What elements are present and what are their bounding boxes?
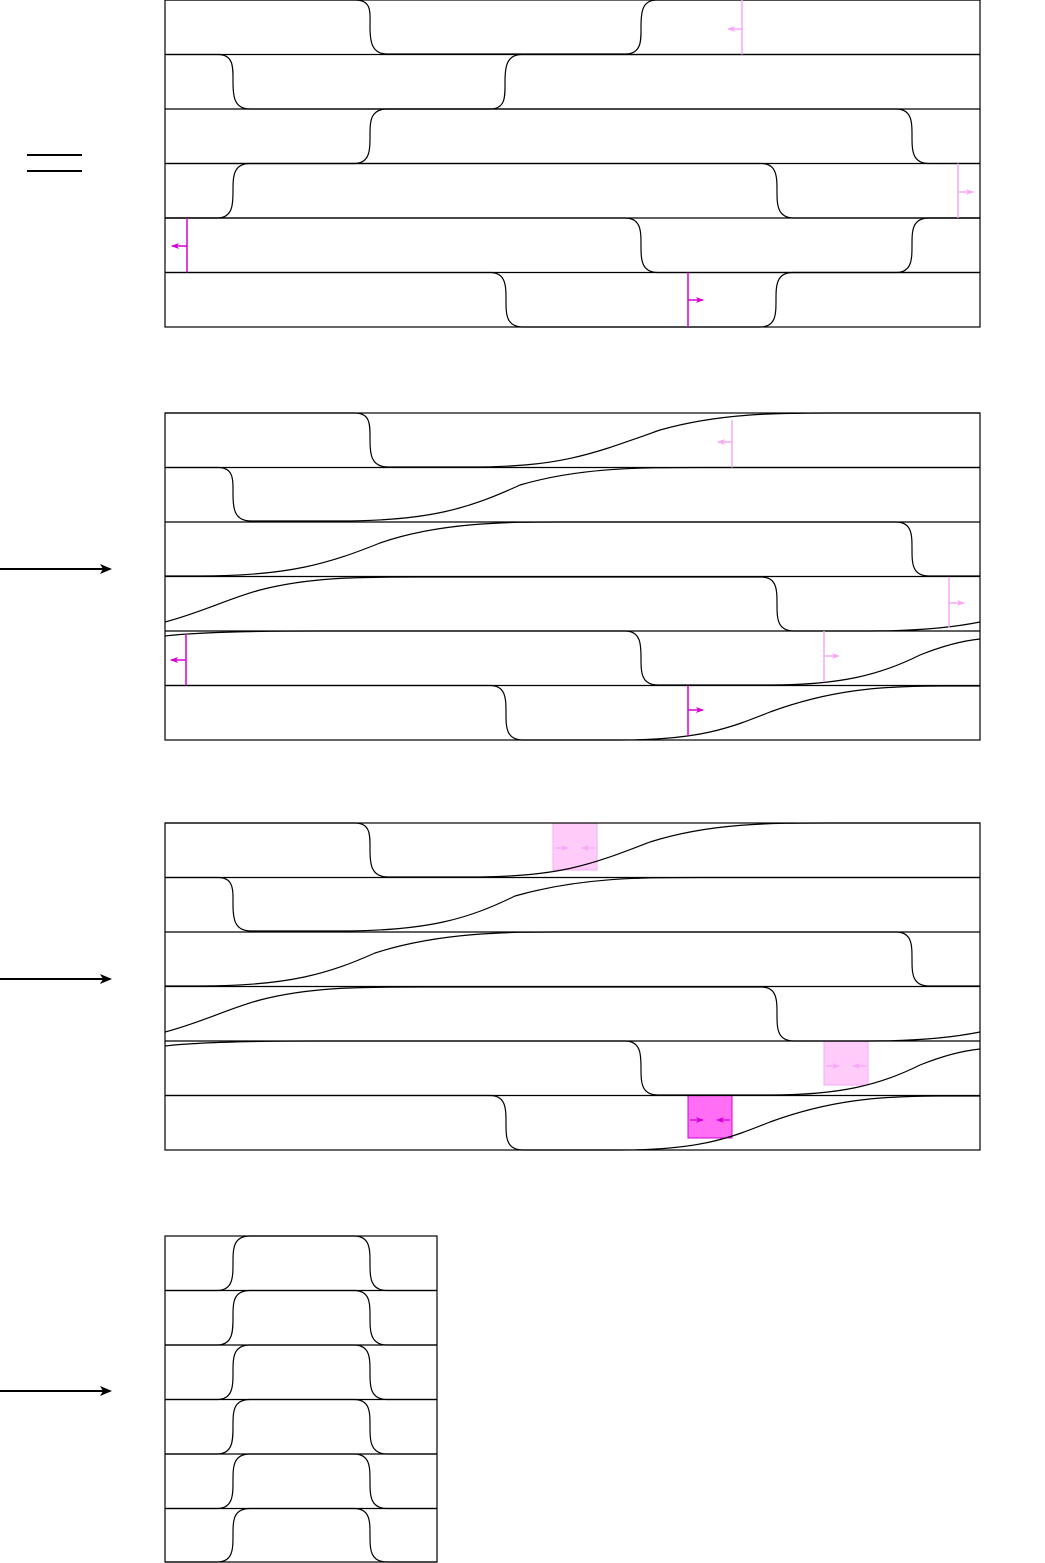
strip-curve — [165, 822, 980, 878]
strip-curve — [165, 271, 980, 328]
strip-curve — [165, 53, 980, 110]
panel-2 — [164, 412, 981, 741]
band-faint — [823, 1040, 869, 1086]
strip-curve — [165, 1453, 437, 1510]
panel-3-markers — [555, 845, 866, 1123]
strip-curve — [165, 521, 980, 577]
panel-1-markers — [171, 0, 974, 327]
panel-3 — [164, 822, 981, 1151]
strip-curve — [165, 1344, 437, 1401]
band-strong — [687, 1094, 733, 1139]
strip-curve — [165, 931, 980, 987]
strip-curve — [165, 684, 980, 741]
panel-1 — [164, 0, 981, 328]
strip-curve — [164, 576, 981, 632]
strip-curve — [165, 0, 980, 55]
strip-curve — [165, 1235, 437, 1292]
strip-curve — [165, 1094, 980, 1151]
strip-curve — [165, 217, 980, 274]
strip-curve — [164, 1040, 981, 1096]
panel-4 — [164, 1235, 438, 1563]
strip-curve — [165, 412, 980, 468]
strip-curve — [165, 162, 980, 219]
band-faint — [552, 822, 598, 871]
strip-curve — [165, 1507, 437, 1563]
panel-3-bands — [552, 822, 869, 1139]
strip-curve — [165, 876, 980, 932]
strip-curve — [165, 1289, 437, 1346]
strip-curve — [164, 986, 981, 1042]
strip-curve — [165, 466, 980, 522]
strip-curve — [165, 1398, 437, 1455]
panel-2-markers — [170, 420, 965, 736]
strip-curve — [164, 630, 981, 686]
strip-curve — [165, 108, 980, 165]
equals-symbol — [27, 154, 82, 172]
